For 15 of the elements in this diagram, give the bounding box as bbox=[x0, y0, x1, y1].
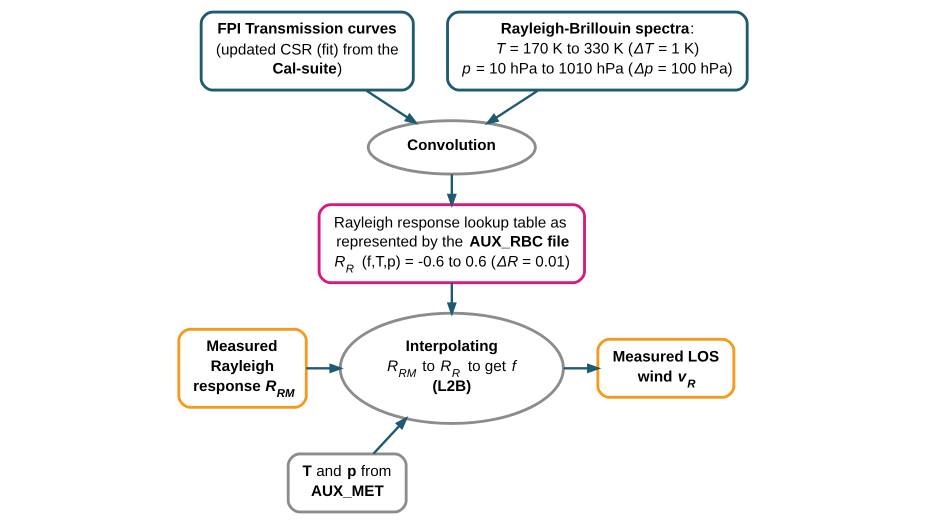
node-box: T and p from AUX_MET bbox=[286, 452, 408, 514]
arrow bbox=[372, 416, 408, 454]
node-ellipse: Interpolating R$_{RM}$ to R$_{R}$ to get f (L2B) bbox=[338, 312, 565, 425]
arrow bbox=[446, 174, 457, 208]
node-box: Measured Rayleigh response R$_{RM}$ bbox=[177, 328, 308, 409]
arrow bbox=[446, 282, 457, 317]
node-box: Rayleigh-Brillouin spectra: T = 170 K to 330 K (ΔT = 1 K) p = 10 hPa to 1010 hPa (Δp = 100 hPa) bbox=[446, 10, 749, 92]
arrow bbox=[484, 89, 540, 126]
node-ellipse: Convolution bbox=[366, 119, 537, 176]
arrow bbox=[364, 89, 419, 125]
node-box: Rayleigh response lookup table as represented by the AUX_RBC file R$_{R}$ (f,T,p) = -0.6 to 0.6 (ΔR = 0.01) bbox=[318, 203, 586, 284]
node-box: FPI Transmission curves (updated CSR (fit) from the Cal-suite) bbox=[200, 10, 415, 92]
arrow bbox=[564, 363, 602, 374]
arrow bbox=[306, 363, 344, 374]
node-box: Measured LOS wind v$_{R}$ bbox=[596, 338, 736, 399]
